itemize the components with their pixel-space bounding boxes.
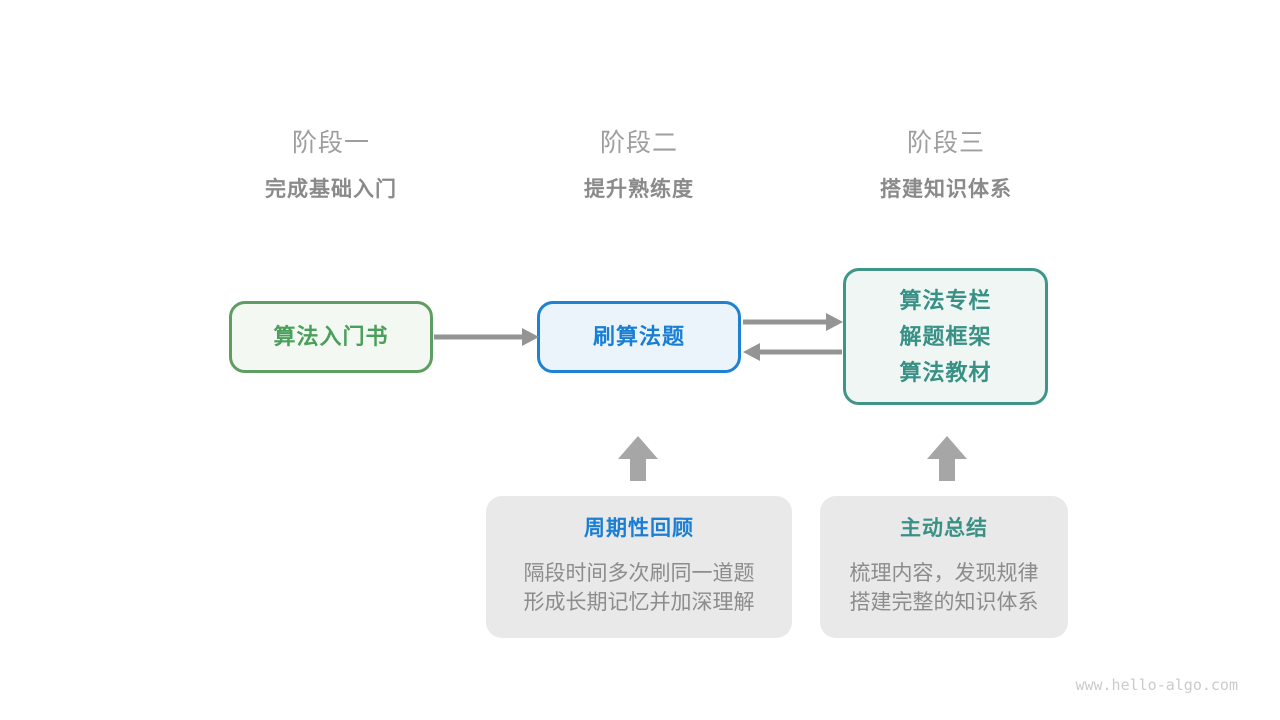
resource-line-framework: 解题框架 — [899, 323, 992, 349]
stage-2-label: 阶段二 — [599, 129, 678, 157]
stage-3-subtitle: 搭建知识体系 — [880, 178, 1012, 201]
note-active-summary-line-2: 搭建完整的知识体系 — [849, 591, 1039, 614]
arrow-up-icon — [927, 436, 967, 481]
note-active-summary-line-1: 梳理内容，发现规律 — [849, 562, 1039, 585]
note-active-summary: 主动总结 梳理内容，发现规律 搭建完整的知识体系 — [820, 496, 1068, 638]
node-practice-label: 刷算法题 — [592, 324, 685, 349]
node-practice-problems: 刷算法题 — [537, 301, 741, 373]
node-intro-book-label: 算法入门书 — [273, 324, 389, 349]
note-periodic-review-line-2: 形成长期记忆并加深理解 — [523, 591, 755, 614]
stage-1-label: 阶段一 — [291, 129, 370, 157]
stage-header-2: 阶段二 提升熟练度 — [489, 128, 789, 203]
stage-1-subtitle: 完成基础入门 — [265, 178, 397, 201]
arrow-left-icon — [743, 343, 842, 361]
stage-header-1: 阶段一 完成基础入门 — [181, 128, 481, 203]
note-periodic-review-line-1: 隔段时间多次刷同一道题 — [523, 562, 755, 585]
resource-line-textbook: 算法教材 — [899, 359, 992, 385]
node-advanced-resources: 算法专栏 解题框架 算法教材 — [843, 268, 1048, 405]
arrow-right-icon — [743, 313, 843, 331]
note-periodic-review-body: 隔段时间多次刷同一道题 形成长期记忆并加深理解 — [486, 559, 792, 617]
resource-line-column: 算法专栏 — [899, 287, 992, 313]
stage-3-label: 阶段三 — [906, 129, 985, 157]
note-periodic-review: 周期性回顾 隔段时间多次刷同一道题 形成长期记忆并加深理解 — [486, 496, 792, 638]
arrow-up-icon — [618, 436, 658, 481]
stage-header-3: 阶段三 搭建知识体系 — [796, 128, 1096, 203]
note-active-summary-body: 梳理内容，发现规律 搭建完整的知识体系 — [820, 559, 1068, 617]
note-active-summary-title: 主动总结 — [900, 517, 988, 540]
stage-2-subtitle: 提升熟练度 — [584, 178, 694, 201]
site-watermark: www.hello-algo.com — [1075, 676, 1238, 694]
note-periodic-review-title: 周期性回顾 — [584, 517, 694, 540]
arrow-right-icon — [434, 328, 539, 346]
node-intro-book: 算法入门书 — [229, 301, 433, 373]
